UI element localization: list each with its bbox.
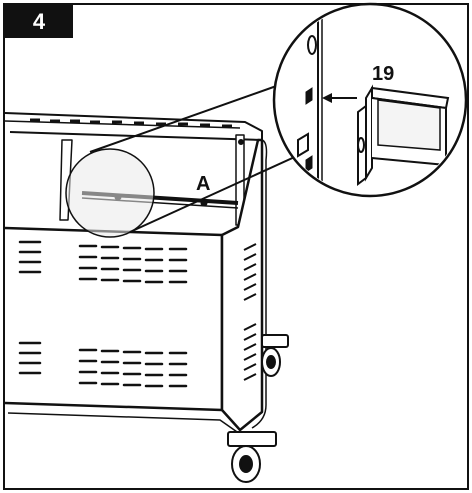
detail-highlight-circle <box>65 148 155 238</box>
caster-wheel-front <box>227 431 277 483</box>
step-number-badge: 4 <box>5 5 73 38</box>
region-label: A <box>196 173 210 195</box>
step-number: 4 <box>32 8 46 34</box>
magnified-detail-view <box>272 2 468 198</box>
callout-leader-lines <box>89 83 311 233</box>
grill-body <box>4 112 268 435</box>
caster-wheel-rear <box>261 334 289 377</box>
part-number-label: 19 <box>372 63 394 85</box>
